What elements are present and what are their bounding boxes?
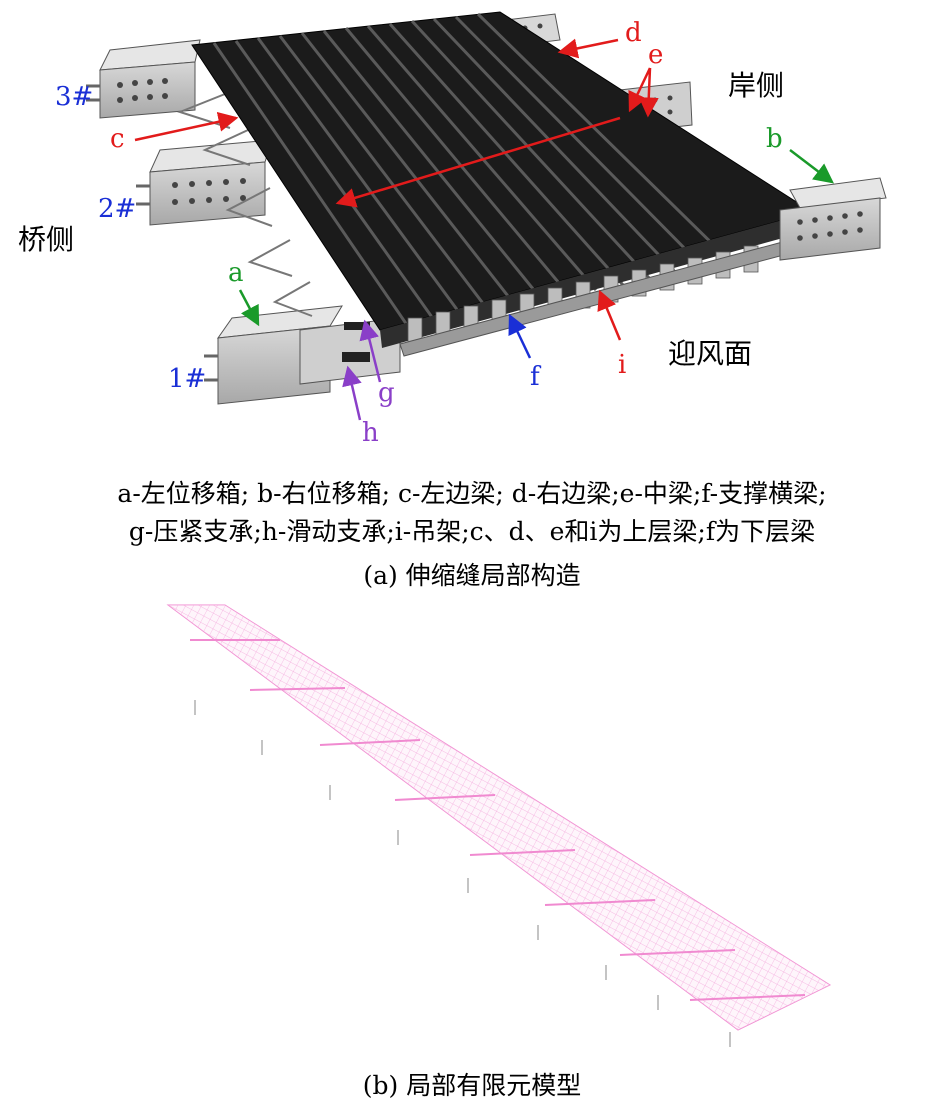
label-i: i [618, 350, 627, 380]
annotation-arrows [134, 38, 834, 421]
label-h: h [362, 418, 379, 448]
legend-line-2: g-压紧支承;h-滑动支承;i-吊架;c、d、e和i为上层梁;f为下层梁 [128, 517, 816, 546]
label-beam-3: 3# [55, 82, 94, 112]
label-beam-1: 1# [168, 364, 207, 394]
legend-line-1: a-左位移箱; b-右位移箱; c-左边梁; d-右边梁;e-中梁;f-支撑横梁… [117, 479, 827, 508]
label-a: a [228, 258, 244, 288]
label-g: g [378, 378, 395, 408]
mesh-crossbeams [190, 639, 806, 1001]
expansion-joint-drawing [86, 11, 887, 421]
displacement-box-3 [86, 39, 201, 119]
label-shore-side: 岸侧 [728, 69, 785, 102]
support-hangers [177, 91, 313, 317]
label-bridge-side: 桥侧 [18, 223, 75, 256]
displacement-box-2 [136, 139, 273, 226]
label-b: b [766, 124, 783, 154]
label-e: e [648, 40, 664, 70]
displacement-box-right [779, 177, 887, 261]
mesh-band [166, 604, 832, 1031]
label-beam-2: 2# [98, 194, 137, 224]
label-windward-face: 迎风面 [668, 337, 753, 370]
mesh-supports [194, 700, 731, 1047]
caption-b: (b) 局部有限元模型 [362, 1071, 582, 1100]
label-f: f [530, 362, 540, 392]
caption-a: (a) 伸缩缝局部构造 [363, 561, 581, 590]
label-c: c [110, 124, 125, 154]
label-d: d [625, 18, 642, 48]
